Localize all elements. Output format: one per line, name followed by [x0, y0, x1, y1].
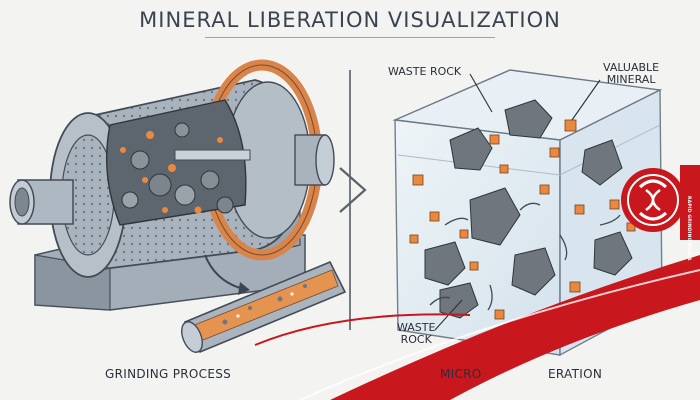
leader-waste-top	[469, 73, 493, 113]
direction-chevron	[339, 167, 367, 213]
caption-right-end: ERATION	[548, 367, 603, 381]
cutaway-interior	[105, 99, 247, 226]
outlet-trunnion	[294, 134, 335, 186]
caption-grinding-process: GRINDING PROCESS	[105, 367, 232, 381]
label-waste-rock-top: WASTE ROCK	[388, 65, 462, 78]
watermark-seal-text: RAPID GRINDING MEDIA	[686, 196, 691, 261]
flow-arrows	[429, 202, 621, 311]
liberation-cube	[392, 69, 663, 357]
label-waste-rock-bottom: WASTE ROCK	[397, 321, 436, 346]
discharge-pipe	[181, 260, 347, 354]
waste-rocks	[424, 99, 633, 319]
grinding-charge	[120, 122, 234, 214]
caption-right-start: MICRO	[440, 367, 482, 381]
inlet-pipe	[9, 179, 74, 225]
leader-valuable	[571, 79, 601, 121]
mill-shaft	[174, 149, 251, 161]
label-valuable-mineral: VALUABLE MINERAL	[603, 61, 660, 86]
ball-mill	[9, 59, 335, 311]
watermark-seal	[621, 165, 700, 240]
watermark-sweep	[254, 255, 700, 400]
title-underline	[205, 37, 495, 38]
flow-arrow-curved	[204, 254, 241, 289]
diagram-title: MINERAL LIBERATION VISUALIZATION	[139, 8, 561, 32]
